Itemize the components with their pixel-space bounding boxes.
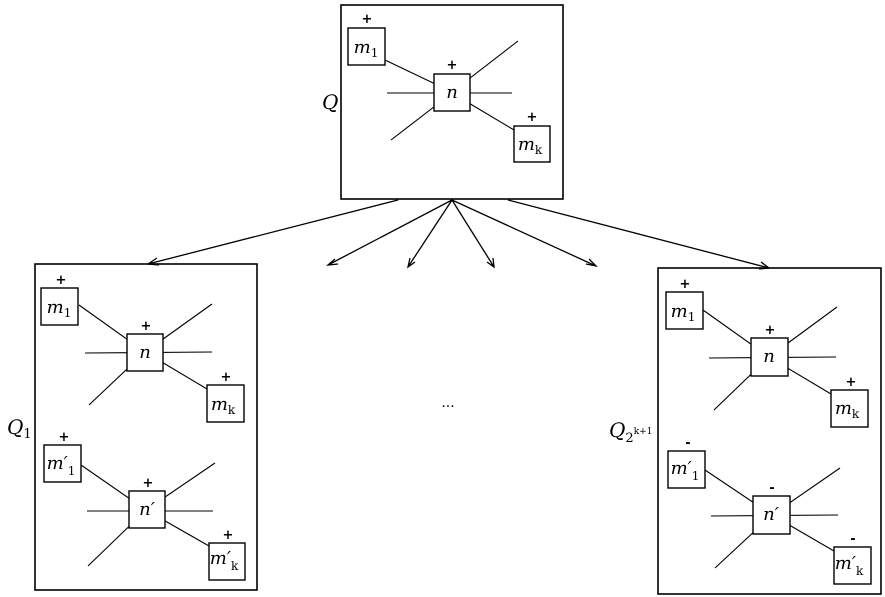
- node-sign: +: [680, 277, 691, 292]
- node-m1-prime: [43, 444, 82, 483]
- node-sign: +: [59, 430, 70, 445]
- node-label: n: [446, 82, 458, 103]
- top-box: + m1 + n + mk: [340, 4, 564, 200]
- node-sign: +: [846, 375, 857, 390]
- node-label: m′1: [47, 453, 76, 478]
- node-label: m′k: [835, 553, 864, 578]
- node-label: m′1: [671, 458, 700, 483]
- node-mk-prime: [833, 546, 872, 585]
- node-label: mk: [518, 134, 543, 157]
- node-sign: +: [527, 110, 538, 125]
- top-box-frame: [340, 4, 564, 200]
- right-box-frame: [657, 267, 882, 595]
- node-label: n′: [139, 499, 155, 520]
- arrow: [451, 199, 597, 267]
- node-m1: [40, 287, 79, 326]
- node-mk: [206, 384, 245, 423]
- node-label: mk: [835, 398, 860, 421]
- node-label: n′: [763, 504, 779, 525]
- node-m1: [347, 27, 386, 66]
- node-n: [433, 73, 471, 112]
- arrowhead: [326, 258, 339, 266]
- arrowhead: [585, 258, 598, 268]
- arrow: [451, 199, 495, 268]
- node-sign: +: [56, 273, 67, 288]
- node-label: m1: [47, 297, 72, 320]
- node-label: m1: [354, 37, 379, 60]
- node-label: mk: [211, 394, 236, 417]
- arrowhead: [486, 257, 495, 269]
- right-box: + m1 + n + mk - m′1 - n′ - m′k: [657, 267, 882, 595]
- node-sign: +: [362, 12, 373, 27]
- node-mk-prime: [208, 542, 246, 581]
- left-box: + m1 + n + mk + m′1 + n′ + m′k: [34, 263, 258, 591]
- node-sign: -: [850, 532, 855, 547]
- arrow: [407, 199, 453, 268]
- node-label: n: [139, 342, 151, 363]
- node-n: [750, 337, 789, 377]
- arrow-right: [507, 199, 770, 269]
- node-label: m′k: [210, 548, 239, 573]
- node-sign: -: [685, 436, 690, 451]
- node-sign: +: [765, 323, 776, 338]
- node-label: m1: [671, 301, 696, 324]
- node-mk: [830, 389, 869, 428]
- node-sign: +: [143, 476, 154, 491]
- node-m1-prime: [667, 450, 706, 489]
- node-sign: +: [447, 58, 458, 73]
- node-sign: -: [769, 481, 774, 496]
- arrows: [146, 199, 771, 270]
- arrow: [327, 199, 453, 266]
- node-m1: [665, 291, 704, 330]
- node-sign: +: [141, 319, 152, 334]
- node-sign: +: [221, 370, 232, 385]
- node-sign: +: [223, 528, 234, 543]
- node-mk: [513, 125, 551, 163]
- right-box-label: Q2k+1: [609, 418, 652, 446]
- node-label: n: [763, 346, 775, 367]
- ellipsis: ...: [441, 395, 454, 411]
- node-n: [126, 333, 164, 372]
- arrowhead: [406, 257, 416, 269]
- left-box-label: Q1: [7, 415, 32, 442]
- node-n-prime: [128, 490, 166, 529]
- node-n-prime: [752, 495, 791, 535]
- left-box-frame: [34, 263, 258, 591]
- top-box-label: Q: [322, 90, 338, 114]
- arrow-left: [147, 199, 399, 265]
